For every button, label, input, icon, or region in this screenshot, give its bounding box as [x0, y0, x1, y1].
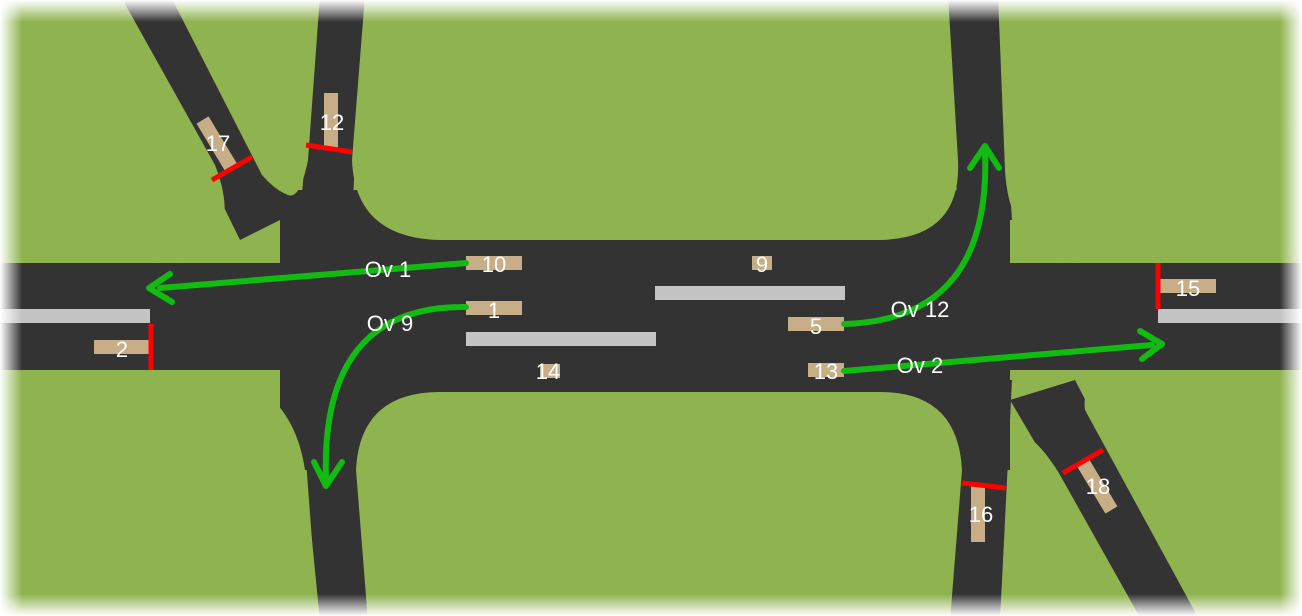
- arrow-ov2: [841, 342, 1155, 374]
- movement-label-ov9: Ov 9: [367, 311, 413, 336]
- detector-18: [1076, 458, 1118, 514]
- movement-labels: Ov 1 Ov 9 Ov 12 Ov 2: [365, 257, 950, 378]
- arrow-ov1: [157, 260, 469, 291]
- median-east: [1158, 309, 1302, 323]
- arrow-ov9: [322, 303, 469, 483]
- detector-9: [752, 256, 772, 270]
- grass-island-bottom-center: [356, 392, 962, 616]
- detector-label-9: 9: [756, 252, 768, 277]
- detector-10: [466, 256, 522, 270]
- arrowhead-ov12: [967, 143, 1002, 171]
- grass-wedge-north: [172, 0, 320, 196]
- grass-island-bottom-right: [1084, 370, 1302, 616]
- detector-label-10: 10: [482, 252, 506, 277]
- detector-1: [466, 301, 522, 315]
- grass-wedge-south: [1000, 436, 1140, 616]
- arrowhead-ov2: [1137, 328, 1165, 362]
- arrow-ov12: [841, 147, 989, 327]
- movement-arrows: [146, 143, 1165, 489]
- detector-label-15: 15: [1176, 276, 1200, 301]
- detector-2: [94, 340, 150, 354]
- south-west-road: [300, 380, 368, 616]
- movement-label-ov12: Ov 12: [891, 297, 950, 322]
- detector-label-5: 5: [810, 314, 822, 339]
- grass-island-top-right: [998, 0, 1302, 263]
- detector-label-18: 18: [1086, 474, 1110, 499]
- detector-14: [540, 364, 560, 378]
- movement-label-ov2: Ov 2: [897, 353, 943, 378]
- detector-label-2: 2: [116, 337, 128, 362]
- stop-line-se: [1061, 447, 1105, 476]
- detector-13: [808, 363, 844, 377]
- detector-label-1: 1: [488, 298, 500, 323]
- stop-lines: [148, 142, 1161, 491]
- detector-label-13: 13: [814, 359, 838, 384]
- arrowhead-ov1: [146, 271, 175, 305]
- detector-label-16: 16: [969, 502, 993, 527]
- medians: [0, 286, 1302, 346]
- detector-15: [1160, 279, 1216, 293]
- median-center-left: [466, 332, 656, 346]
- movement-label-ov1: Ov 1: [365, 257, 411, 282]
- detector-17: [196, 116, 238, 172]
- detector-label-17: 17: [206, 131, 230, 156]
- stop-line-nw: [210, 154, 254, 183]
- stop-line-south: [961, 480, 1007, 491]
- median-west: [0, 309, 150, 323]
- grass-island-top-center: [352, 0, 959, 240]
- detector-label-14: 14: [536, 359, 560, 384]
- nw-diagonal-road: [122, 0, 300, 240]
- arrowhead-ov9: [311, 459, 345, 489]
- grass-island-bottom-left: [0, 370, 320, 616]
- stop-line-north: [305, 142, 353, 155]
- detector-labels: 10 1 2 5 9 12 13 14 15 16 17 18: [116, 110, 1200, 527]
- detector-16: [971, 486, 985, 542]
- detector-12: [324, 93, 338, 149]
- detector-5: [788, 317, 844, 331]
- detectors: [94, 93, 1216, 542]
- grass-island-top-left: [0, 0, 225, 263]
- detector-label-12: 12: [320, 110, 344, 135]
- median-center-right: [655, 286, 845, 300]
